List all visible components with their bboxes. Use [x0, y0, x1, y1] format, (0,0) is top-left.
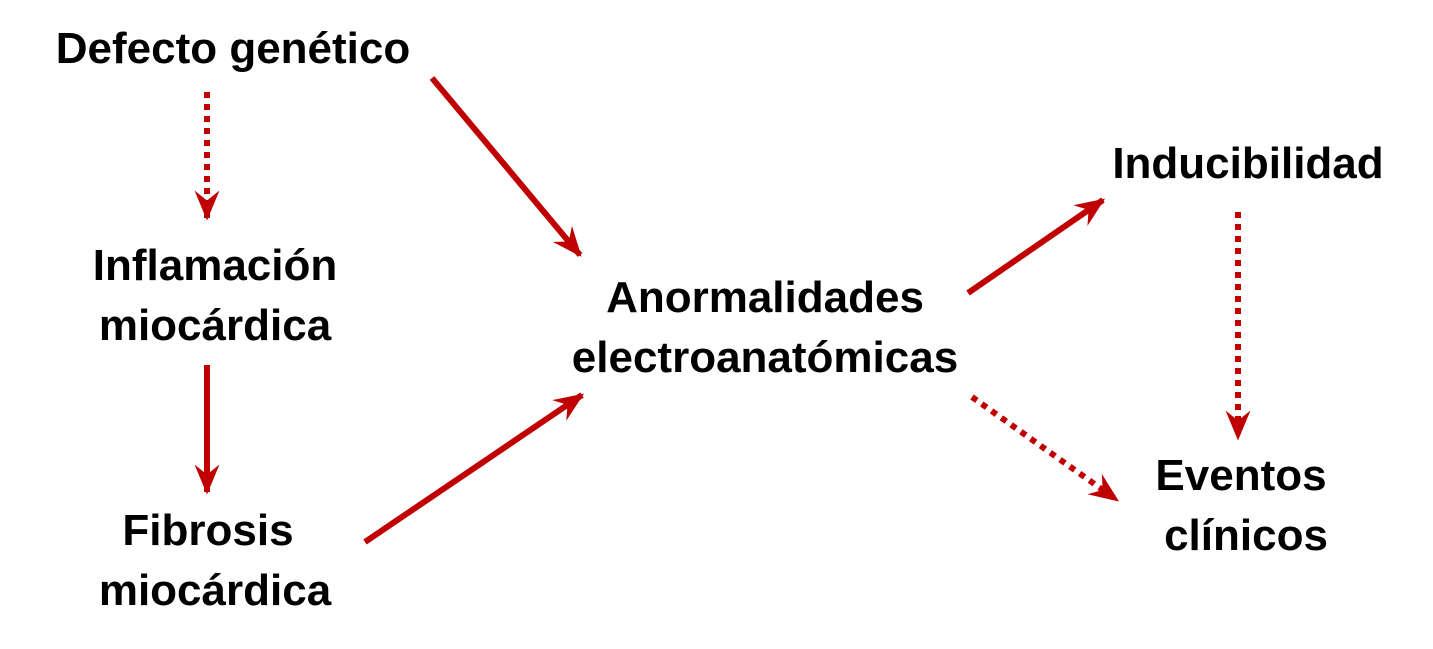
- node-abnormalities-line1: Anormalidades: [606, 273, 924, 322]
- arrow-genetic-to-abnormalities: [429, 76, 583, 257]
- arrow-abnormalities-to-inducibility: [966, 197, 1106, 296]
- node-fibrosis: Fibrosis miocárdica: [99, 506, 332, 615]
- arrow-abnormalities-to-events: [970, 394, 1120, 503]
- node-inducibility: Inducibilidad: [1112, 139, 1383, 188]
- node-clinical-events: Eventos clínicos: [1155, 451, 1328, 560]
- node-clinical-events-line1: Eventos: [1155, 451, 1326, 500]
- node-inflammation-line2: miocárdica: [99, 301, 332, 350]
- node-fibrosis-line1: Fibrosis: [122, 506, 293, 555]
- node-inflammation-line1: Inflamación: [93, 241, 338, 290]
- arrow-fibrosis-to-abnormalities: [363, 392, 585, 545]
- node-fibrosis-line2: miocárdica: [99, 566, 332, 615]
- node-genetic-defect: Defecto genético: [56, 24, 411, 73]
- node-inflammation: Inflamación miocárdica: [93, 241, 338, 350]
- node-abnormalities-line2: electroanatómicas: [572, 333, 958, 382]
- node-abnormalities: Anormalidades electroanatómicas: [572, 273, 958, 382]
- node-clinical-events-line2: clínicos: [1164, 511, 1328, 560]
